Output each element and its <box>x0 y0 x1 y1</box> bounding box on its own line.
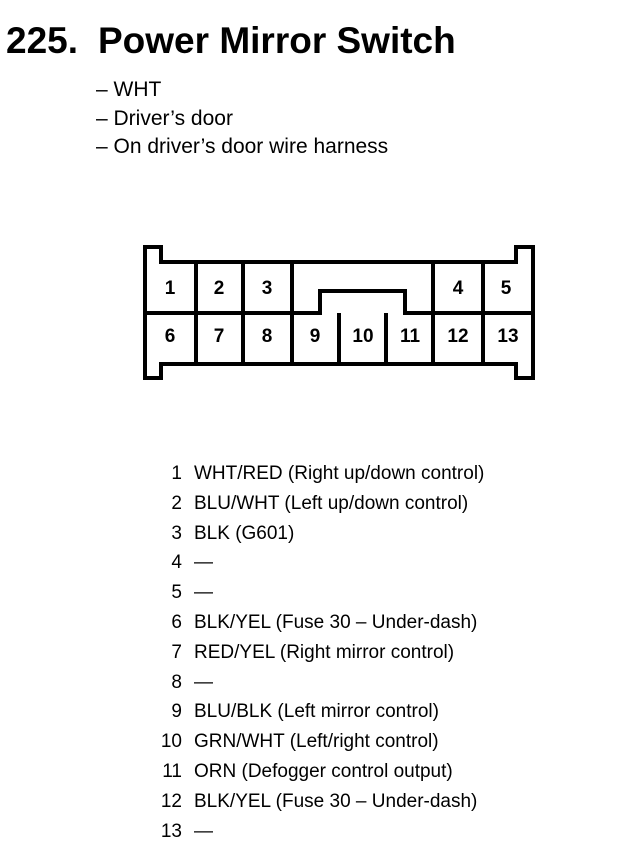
cavity-label: 12 <box>447 326 468 347</box>
pin-number: 4 <box>171 552 182 574</box>
page-title: 225. Power Mirror Switch <box>6 20 456 62</box>
pin-description: BLU/WHT (Left up/down control) <box>194 492 469 514</box>
pin-number: 6 <box>171 612 182 633</box>
pin-number: 3 <box>171 522 182 544</box>
pin-description: RED/YEL (Right mirror control) <box>194 641 455 663</box>
pin-number: 7 <box>171 641 182 663</box>
section-name: Power Mirror Switch <box>98 20 456 61</box>
cavity-label: 13 <box>497 326 518 347</box>
pin-number: 13 <box>160 820 182 842</box>
cavity-label: 7 <box>214 326 225 347</box>
pin-number: 5 <box>171 582 182 604</box>
cavity-label: 9 <box>310 326 321 347</box>
connector-diagram: 1 2 3 4 5 6 7 8 9 10 11 12 13 <box>143 245 535 380</box>
pin-number: 12 <box>160 790 182 812</box>
pin-description: GRN/WHT (Left/right control) <box>194 731 439 753</box>
pin-number: 1 <box>171 463 182 484</box>
pin-description: — <box>194 582 213 604</box>
location-notes: – WHT – Driver’s door – On driver’s door… <box>96 76 388 162</box>
pin-description: BLU/BLK (Left mirror control) <box>194 701 439 723</box>
pin-number: 2 <box>171 492 182 514</box>
note-harness: – On driver’s door wire harness <box>96 135 389 158</box>
cavity-label: 10 <box>352 326 373 347</box>
cavity-label: 8 <box>262 326 273 347</box>
pin-description: — <box>194 671 213 693</box>
note-color: – WHT <box>96 78 162 101</box>
pin-number: 10 <box>160 731 182 753</box>
cavity-label: 11 <box>400 326 421 347</box>
pin-number: 9 <box>171 701 182 723</box>
pin-description: — <box>194 552 213 574</box>
pin-description: — <box>194 820 213 842</box>
cavity-label: 5 <box>501 278 512 299</box>
keying-tab <box>292 289 433 315</box>
cavity-label: 4 <box>453 278 464 299</box>
cavity-label: 6 <box>165 326 176 347</box>
pin-description: BLK (G601) <box>194 522 295 544</box>
pin-description: BLK/YEL (Fuse 30 – Under-dash) <box>194 790 478 812</box>
pin-number: 8 <box>171 671 182 693</box>
cavity-label: 2 <box>214 278 225 299</box>
cavity-label: 1 <box>165 278 176 299</box>
pin-description: BLK/YEL (Fuse 30 – Under-dash) <box>194 612 478 633</box>
pin-description: WHT/RED (Right up/down control) <box>194 463 485 484</box>
pin-number: 11 <box>162 761 182 782</box>
note-location: – Driver’s door <box>96 106 233 130</box>
connector-outline <box>143 245 535 380</box>
pin-description: ORN (Defogger control output) <box>194 761 453 782</box>
section-number: 225. <box>6 20 79 61</box>
cavity-label: 3 <box>262 278 273 299</box>
